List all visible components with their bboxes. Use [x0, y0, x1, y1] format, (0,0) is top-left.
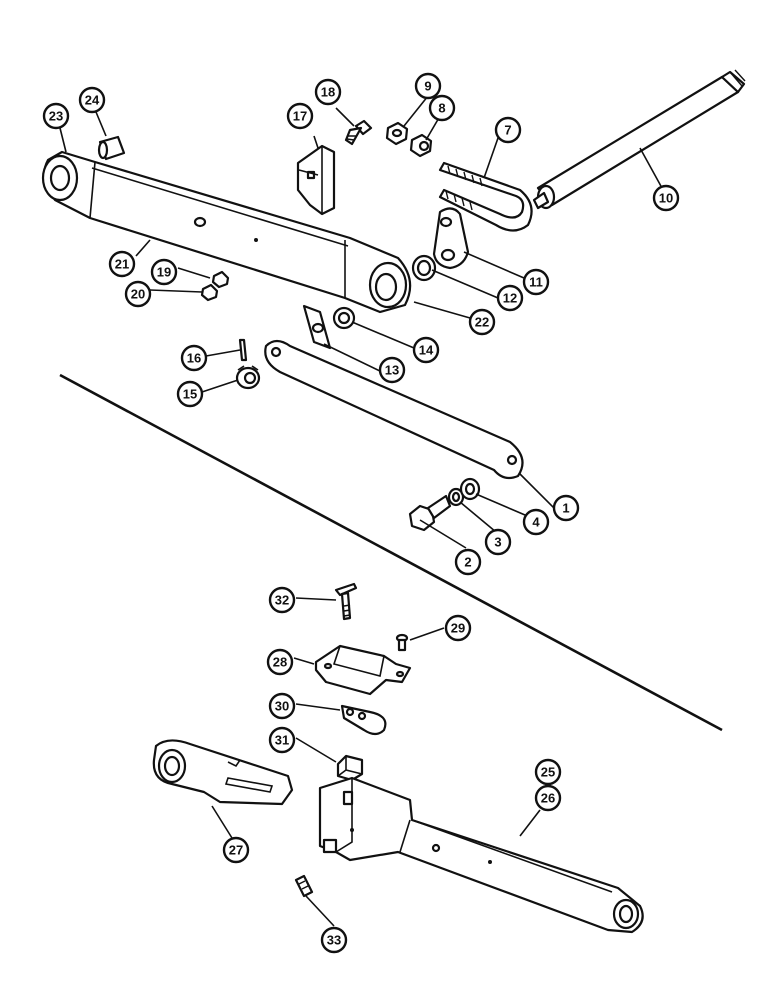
part-3-washer: [447, 487, 465, 507]
callout-22-label: 22: [475, 315, 489, 330]
callout-15: 15: [176, 380, 204, 408]
callout-11-label: 11: [529, 275, 543, 290]
callout-4: 4: [522, 508, 550, 536]
callout-32-label: 32: [275, 593, 289, 608]
part-29-screw: [395, 633, 409, 652]
callout-18: 18: [314, 78, 342, 106]
callout-23: 23: [42, 102, 70, 130]
callout-19-label: 19: [157, 265, 171, 280]
callout-29: 29: [444, 614, 472, 642]
callout-7-label: 7: [504, 123, 511, 138]
part-14-washer: [332, 306, 356, 330]
part-1-strap: [264, 339, 524, 480]
callout-26-label: 26: [541, 791, 555, 806]
part-33-roll-pin: [294, 874, 314, 898]
callout-2: 2: [454, 548, 482, 576]
part-4-washer: [459, 477, 481, 501]
part-9-nut: [385, 121, 409, 146]
callout-13-label: 13: [385, 363, 399, 378]
callout-1-label: 1: [562, 501, 569, 516]
part-11-link-plate: [432, 207, 470, 270]
callout-27-label: 27: [229, 843, 243, 858]
callout-18-label: 18: [321, 85, 335, 100]
part-15-castle-nut: [235, 365, 261, 390]
callout-12: 12: [496, 284, 524, 312]
callout-27: 27: [222, 836, 250, 864]
callout-20-label: 20: [131, 287, 145, 302]
callout-7: 7: [494, 116, 522, 144]
callout-8: 8: [428, 94, 456, 122]
callout-16: 16: [180, 344, 208, 372]
part-20-nut: [200, 283, 219, 302]
callout-16-label: 16: [187, 351, 201, 366]
callout-25-label: 25: [541, 765, 555, 780]
callout-33-label: 33: [327, 933, 341, 948]
callout-17: 17: [286, 102, 314, 130]
part-32-pin: [334, 582, 358, 621]
callout-30: 30: [268, 692, 296, 720]
callout-14-label: 14: [419, 343, 434, 358]
callout-32: 32: [268, 586, 296, 614]
callout-8-label: 8: [438, 101, 445, 116]
part-13-plate: [302, 304, 332, 350]
part-2-bolt: [408, 494, 452, 532]
callout-22: 22: [468, 308, 496, 336]
callout-26: 26: [534, 784, 562, 812]
part-19-nut: [211, 270, 230, 289]
callout-28-label: 28: [273, 655, 287, 670]
callout-14: 14: [412, 336, 440, 364]
part-17-bracket: [296, 144, 336, 216]
part-16-pin: [238, 338, 248, 362]
part-12-washer: [411, 254, 437, 282]
callout-33: 33: [320, 926, 348, 954]
callout-29-label: 29: [451, 621, 465, 636]
callout-23-label: 23: [49, 109, 63, 124]
callout-28: 28: [266, 648, 294, 676]
part-31-block: [336, 754, 364, 782]
callout-10-label: 10: [659, 191, 673, 206]
part-28-cover-bracket: [314, 644, 412, 696]
callout-3: 3: [484, 528, 512, 556]
callout-2-label: 2: [464, 555, 471, 570]
callout-20: 20: [124, 280, 152, 308]
callout-3-label: 3: [494, 535, 501, 550]
callout-11: 11: [522, 268, 550, 296]
callout-12-label: 12: [503, 291, 517, 306]
callout-9-label: 9: [424, 79, 431, 94]
callout-15-label: 15: [183, 387, 197, 402]
part-21-lower-link-arm: [41, 150, 412, 314]
part-25-26-telescopic-link: [318, 776, 644, 934]
callout-25: 25: [534, 758, 562, 786]
callout-4-label: 4: [532, 515, 540, 530]
callout-19: 19: [150, 258, 178, 286]
part-18-bolt: [344, 119, 373, 146]
part-27-bracket-arm: [152, 739, 294, 806]
part-10-cross-shaft: [532, 69, 746, 210]
callout-21: 21: [108, 250, 136, 278]
callout-1: 1: [552, 494, 580, 522]
callout-30-label: 30: [275, 699, 289, 714]
leader-lines: [59, 95, 663, 927]
section-divider: [59, 373, 723, 732]
callout-9: 9: [414, 72, 442, 100]
callout-24: 24: [78, 86, 106, 114]
callout-21-label: 21: [115, 257, 129, 272]
callout-31: 31: [268, 726, 296, 754]
callout-13: 13: [378, 356, 406, 384]
part-30-latch-clip: [340, 704, 387, 736]
callout-17-label: 17: [293, 109, 307, 124]
part-8-nut: [409, 133, 433, 158]
callout-10: 10: [652, 184, 680, 212]
callout-31-label: 31: [275, 733, 289, 748]
callout-24-label: 24: [85, 93, 100, 108]
part-24-bushing: [97, 135, 126, 161]
part-7-u-bolt: [438, 161, 533, 232]
